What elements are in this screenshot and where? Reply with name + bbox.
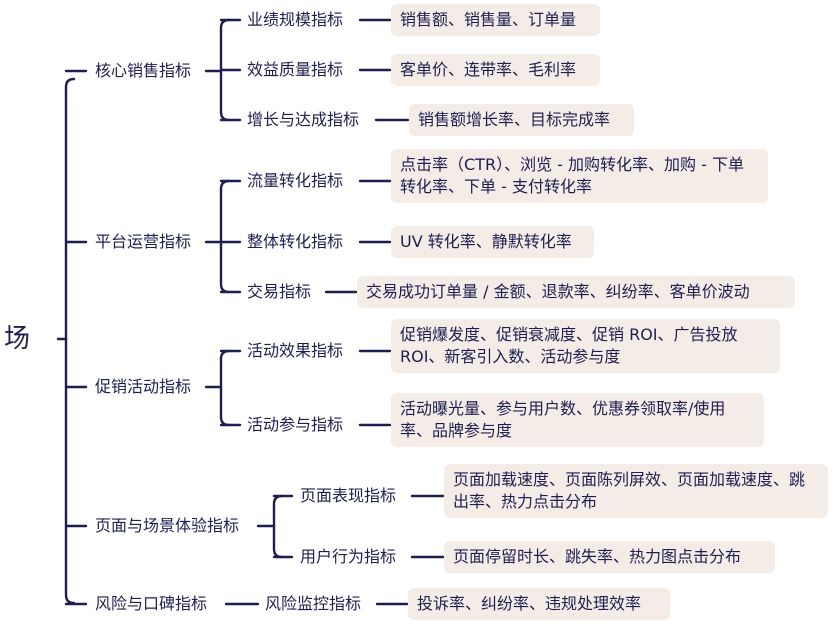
leaf-box: 促销爆发度、促销衰减度、促销 ROI、广告投放 ROI、新客引入数、活动参与度	[391, 319, 780, 373]
leaf-box: 交易成功订单量 / 金额、退款率、纠纷率、客单价波动	[357, 276, 795, 308]
sub-node: 业绩规模指标	[247, 10, 344, 29]
group-node: 核心销售指标	[95, 61, 192, 80]
sub-node: 流量转化指标	[247, 171, 344, 190]
sub-node: 效益质量指标	[247, 60, 344, 79]
sub-node: 交易指标	[247, 282, 312, 301]
sub-node: 整体转化指标	[247, 232, 344, 251]
leaf-box: 活动曝光量、参与用户数、优惠券领取率/使用率、品牌参与度	[391, 393, 764, 447]
leaf-box: 销售额增长率、目标完成率	[409, 104, 634, 136]
group-3-branch	[219, 349, 231, 427]
group-node: 风险与口碑指标	[95, 594, 208, 613]
sub-node: 风险监控指标	[265, 594, 362, 613]
root-trunk	[64, 77, 76, 605]
leaf-box: 客单价、连带率、毛利率	[391, 54, 600, 86]
sub-node: 活动参与指标	[247, 415, 344, 434]
leaf-box: 页面加载速度、页面陈列屏效、页面加载速度、跳出率、热力点击分布	[444, 464, 828, 518]
group-4-branch	[272, 494, 284, 559]
group-2-branch	[219, 179, 231, 294]
sub-node: 活动效果指标	[247, 341, 344, 360]
group-node: 平台运营指标	[95, 232, 192, 251]
sub-node: 页面表现指标	[300, 486, 397, 505]
leaf-box: 点击率（CTR）、浏览 - 加购转化率、加购 - 下单转化率、下单 - 支付转化…	[391, 149, 768, 203]
leaf-box: 页面停留时长、跳失率、热力图点击分布	[444, 541, 775, 573]
leaf-box: 销售额、销售量、订单量	[391, 4, 600, 36]
leaf-box: 投诉率、纠纷率、违规处理效率	[408, 588, 670, 620]
leaf-box: UV 转化率、静默转化率	[391, 226, 594, 258]
group-node: 促销活动指标	[95, 377, 192, 396]
group-node: 页面与场景体验指标	[95, 516, 240, 535]
sub-node: 用户行为指标	[300, 547, 397, 566]
root-node: 场	[4, 324, 31, 354]
sub-node: 增长与达成指标	[247, 110, 360, 129]
